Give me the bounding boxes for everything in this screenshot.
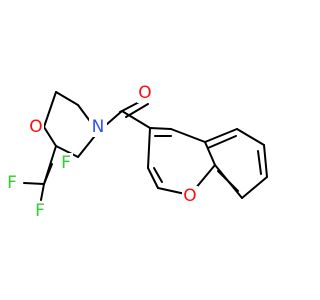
benzoxepine-oxygen-label: O: [183, 186, 196, 206]
label-bg-fluorine-top: [59, 153, 73, 173]
bond-cf3-f-top: [43, 163, 53, 185]
bond-benzene-double-c: [217, 170, 239, 192]
bond-ring-c3-c5: [147, 127, 151, 169]
bond-ring-c4-c4a: [170, 128, 206, 143]
bond-ring-double-c2-c3: [153, 167, 163, 183]
label-bg-carbonyl-oxygen: [137, 83, 153, 103]
bond-cf3-f-bottom: [40, 183, 45, 201]
label-bg-fluorine-bottom: [33, 201, 47, 221]
atom-label-backgrounds: [5, 83, 198, 221]
bond-benzene-4: [241, 176, 268, 199]
label-bg-morpholine-oxygen: [28, 117, 44, 137]
label-bg-fluorine-left: [5, 173, 19, 193]
bond-benzene-2: [236, 128, 265, 146]
label-bg-benzoxepine-oxygen: [182, 186, 198, 206]
atom-labels: O O N F F F O: [7, 83, 197, 221]
bond-ring-c2-c3: [147, 167, 159, 189]
bond-c5-c6: [55, 91, 79, 106]
molecule-structure-diagram: O O N F F F O: [5, 83, 268, 221]
bond-cf3-f-left: [23, 182, 45, 185]
bond-benzene-double-a: [207, 135, 237, 149]
bond-carbonyl-c5: [121, 110, 151, 129]
bond-o1-c2: [43, 126, 57, 147]
bond-benzene-3: [263, 144, 268, 178]
bond-group: [23, 91, 268, 201]
bond-benzene-1: [204, 128, 238, 143]
fluorine-bottom-label: F: [35, 201, 45, 221]
bond-c2-c3: [55, 145, 79, 158]
bond-benzene-double-b: [257, 150, 262, 175]
bond-ring-c5-c4: [149, 127, 172, 130]
carbonyl-oxygen-label: O: [138, 83, 151, 103]
fluorine-top-label: F: [61, 153, 71, 173]
morpholine-nitrogen-label: N: [92, 117, 105, 137]
bond-c6-o1: [43, 91, 57, 128]
morpholine-oxygen-label: O: [29, 117, 42, 137]
fluorine-left-label: F: [7, 173, 17, 193]
bond-carbonyl-o-b: [125, 103, 149, 118]
bond-ring-c4a-c9a: [204, 141, 216, 166]
label-bg-morpholine-nitrogen: [89, 117, 107, 137]
